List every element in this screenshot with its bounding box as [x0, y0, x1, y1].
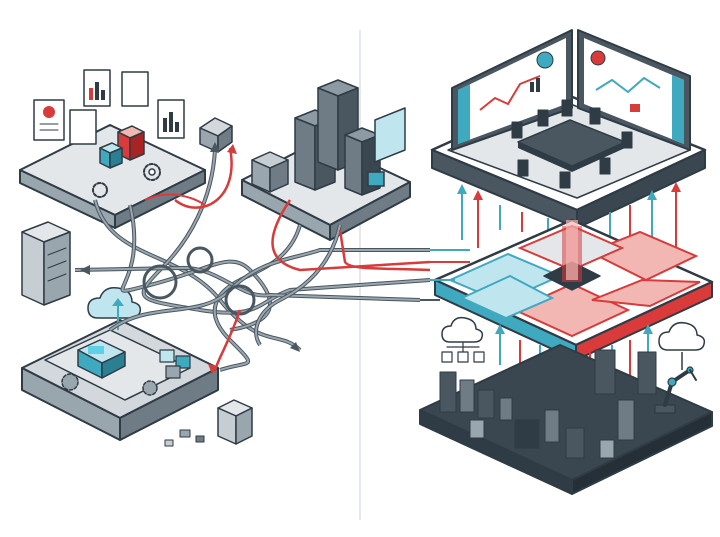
server-platform — [241, 79, 411, 241]
circuit-board-platform — [21, 286, 219, 441]
conference-table-icon — [511, 99, 633, 189]
cloud-icon — [441, 316, 706, 370]
city-platform — [419, 341, 713, 495]
city-block-icon — [439, 349, 657, 459]
document-platform — [19, 69, 206, 229]
grid-hub-icon — [433, 218, 714, 361]
cube-icon — [99, 125, 145, 169]
tangled-connections — [74, 142, 431, 374]
circuit-board-icon — [44, 329, 191, 401]
broken-cube-icon — [164, 399, 253, 447]
cloud-upload-icon — [87, 286, 142, 330]
server-rack-icon — [21, 221, 71, 306]
conference-platform — [430, 29, 707, 229]
robot-arm-icon — [654, 366, 697, 414]
puzzle-piece-icon — [159, 349, 191, 379]
dashboard-screen-icon — [451, 29, 691, 151]
feeder-lines — [420, 249, 470, 301]
gear-icon — [92, 163, 161, 198]
monitor-panel-icon — [367, 107, 406, 187]
data-node-icon — [441, 341, 485, 363]
bar-chart-icon — [89, 82, 179, 132]
documents-icon — [33, 69, 185, 145]
